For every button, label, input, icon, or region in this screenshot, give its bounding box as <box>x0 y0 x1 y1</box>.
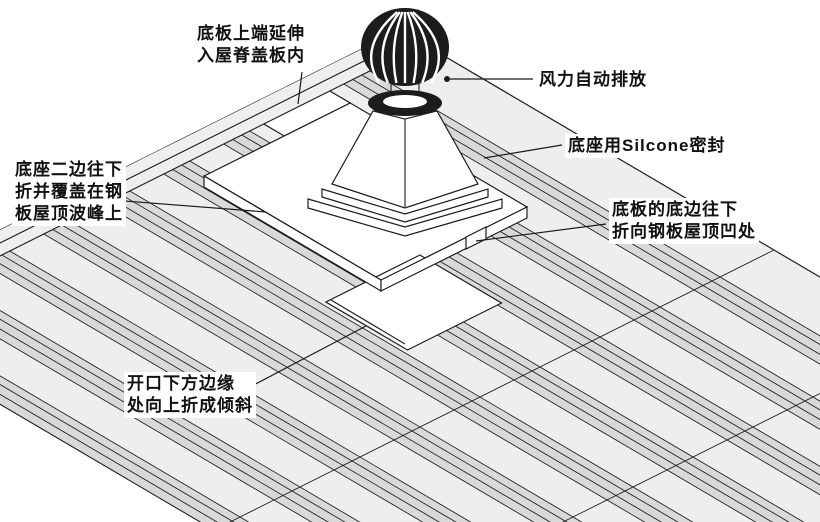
opening-fold-line <box>330 299 406 345</box>
label-line: 底板的底边往下 <box>612 200 738 219</box>
label-bottom-edge-fold: 底板的底边往下 折向钢板屋顶凹处 <box>609 198 759 244</box>
turbine-vane-slit <box>406 11 418 84</box>
label-opening-fold: 开口下方边缘 处向上折成倾斜 <box>124 372 256 418</box>
label-ridge-extension: 底板上端延伸 入屋脊盖板内 <box>178 22 324 68</box>
leader-dot <box>444 76 450 82</box>
roof-rib-line <box>89 186 752 522</box>
turbine-vane-slit <box>409 11 429 84</box>
leader-line-base-side-fold <box>111 199 267 213</box>
roof-rib <box>0 297 530 522</box>
roof-rib <box>20 207 710 522</box>
roof-rib-line <box>38 211 701 522</box>
roof-rib <box>0 237 650 522</box>
leader-line-ridge-extension <box>297 71 303 105</box>
label-line: 折并覆盖在钢 <box>15 182 123 201</box>
roof-rib-line <box>0 241 641 522</box>
roof-rib-line <box>0 276 572 522</box>
label-silicone-seal: 底座用Silcone密封 <box>565 134 729 158</box>
base-plate-fold-tab <box>465 226 487 250</box>
roof-rib <box>0 267 590 522</box>
leader-line-silicone-seal <box>483 144 563 159</box>
label-line: 开口下方边缘 <box>127 374 235 393</box>
roof-rib-line <box>20 220 683 522</box>
turbine-vane-slit <box>412 11 440 84</box>
turbine-vane-slit <box>392 11 404 84</box>
roof-rib-line <box>0 280 563 522</box>
roof-rib-line <box>0 271 581 522</box>
roof-rib-line <box>338 61 820 451</box>
roof-rib-line <box>0 237 649 522</box>
roof-rib-line <box>140 160 803 522</box>
roof-rib-line <box>98 181 761 522</box>
label-line: 底板上端延伸 <box>197 24 305 43</box>
label-base-side-fold: 底座二边往下 折并覆盖在钢 板屋顶波峰上 <box>12 158 126 226</box>
roof-rib-line <box>0 301 521 522</box>
roof-rib-line <box>346 57 820 447</box>
roof-rib-line <box>0 297 529 522</box>
label-line: 折向钢板屋顶凹处 <box>612 222 756 241</box>
label-line: 处向上折成倾斜 <box>127 396 253 415</box>
turbine-vane-slit <box>370 11 398 84</box>
roof-rib-line <box>106 177 769 522</box>
label-line: 底座二边往下 <box>15 160 123 179</box>
label-wind-exhaust: 风力自动排放 <box>536 68 650 92</box>
roof-rib-line <box>29 216 692 522</box>
base-slab-lower <box>307 198 503 237</box>
ridge-cap-line <box>0 44 424 324</box>
roof-rib-line <box>0 246 632 522</box>
roof-rib-line <box>0 267 589 522</box>
roof-rib-line <box>0 250 623 522</box>
turbine-vanes <box>370 11 440 84</box>
roof-lap-line <box>367 340 820 522</box>
roof-rib-line <box>0 310 503 522</box>
base-slab-upper <box>321 188 489 223</box>
roof-rib <box>80 177 770 522</box>
frustum-edges <box>372 110 438 207</box>
leader-line-opening-fold <box>247 325 367 389</box>
turbine-vane-slit <box>381 11 401 84</box>
roof-lap-line <box>214 250 774 522</box>
roof-rib-line <box>80 190 743 522</box>
roof-rib-line <box>46 207 709 522</box>
label-line: 底座用Silcone密封 <box>568 136 726 155</box>
leader-line-bottom-edge-fold <box>475 223 607 242</box>
roof-rib <box>320 57 820 460</box>
roof-rib-line <box>149 156 812 522</box>
roof-rib-line <box>0 306 512 522</box>
ridge-cap-line <box>0 37 412 317</box>
label-line: 入屋脊盖板内 <box>197 46 305 65</box>
collar-inner-opening <box>383 95 427 108</box>
label-line: 板屋顶波峰上 <box>15 204 123 223</box>
label-line: 风力自动排放 <box>539 70 647 89</box>
